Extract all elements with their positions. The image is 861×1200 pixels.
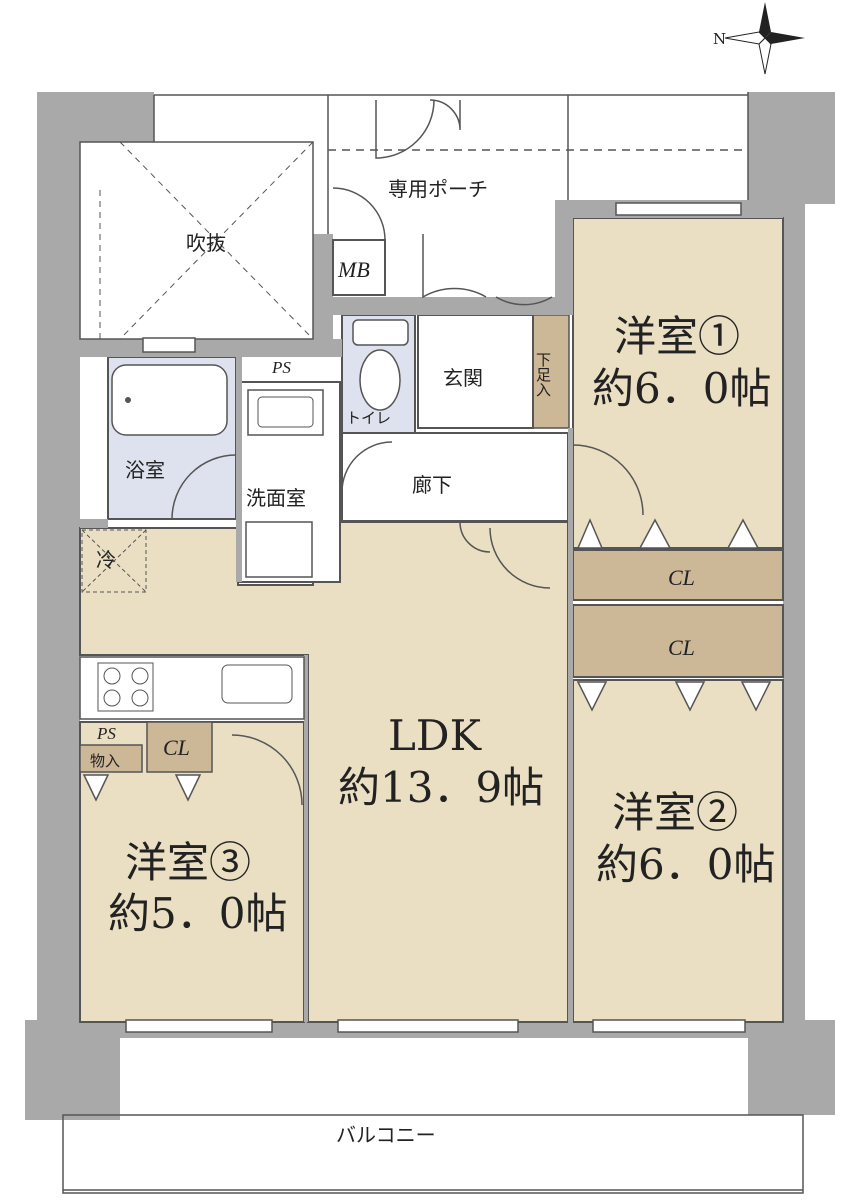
closet-cl3-label: CL [163,735,190,760]
laundry-pan-icon [245,521,313,578]
ps-top-label: PS [271,358,291,377]
closet-cl1-label: CL [668,565,695,590]
closet-cl1-floor [572,549,784,601]
bathtub-icon [111,364,228,436]
toilet-label: トイレ [346,409,391,427]
ps-kitchen-label: PS [96,724,116,743]
closet-cl2-floor [572,604,784,678]
windows [125,202,746,1033]
door-swings [171,99,644,806]
genkan-label: 玄関 [443,366,483,390]
exterior-walls [25,92,835,1120]
storage-floor [79,744,143,773]
shoe-closet-floor [532,314,570,429]
western3-name: 洋室③ [125,838,251,887]
storage-label: 物入 [90,752,120,770]
western2-size: 約6．0帖 [596,840,775,889]
washroom-label: 洗面室 [246,486,306,510]
porch-area [153,92,749,234]
western1-name: 洋室① [614,312,740,361]
toilet-fixture-icon [352,319,409,411]
western2-name: 洋室② [612,788,738,837]
compass-icon: N [713,2,805,75]
mb-label: MB [337,257,370,282]
western2-floor [572,679,784,1023]
balcony-label: バルコニー [336,1123,436,1147]
void-area [79,141,314,340]
aircon-label: 冷 [96,548,116,572]
bath-label: 浴室 [125,458,165,482]
western3-size: 約5．0帖 [108,889,287,938]
shoe-closet-label: 下足入 [534,352,552,397]
aircon-hatch [81,529,147,593]
porch-label: 専用ポーチ [388,177,488,201]
western1-size: 約6．0帖 [592,364,771,413]
hallway-floor [341,432,569,522]
hallway-label: 廊下 [412,473,452,497]
void-label: 吹抜 [186,231,226,255]
kitchen-counter [79,656,305,720]
closet-doors [82,518,772,802]
ldk-name: LDK [388,711,483,760]
western1-floor [572,217,784,549]
genkan-floor [417,314,534,429]
closet-cl3-floor [146,721,213,773]
balcony [62,1114,804,1194]
mb-box [332,239,386,296]
ldk-size: 約13．9帖 [338,763,544,812]
compass-north-label: N [713,30,726,48]
closet-cl2-label: CL [668,635,695,660]
